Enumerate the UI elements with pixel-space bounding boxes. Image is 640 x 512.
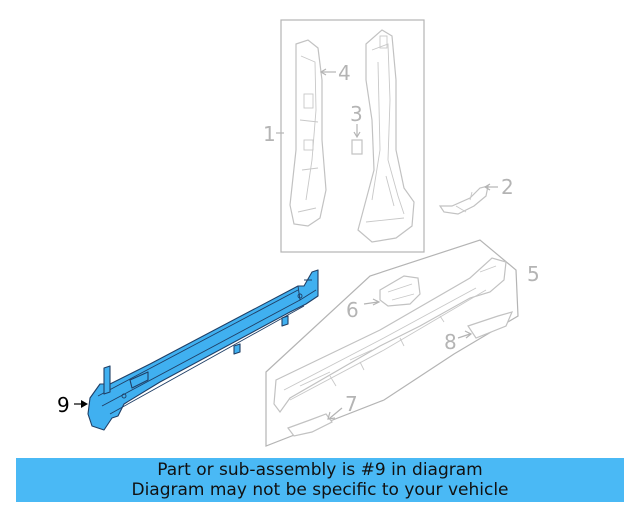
callout-5-label: 5 bbox=[527, 262, 540, 286]
part-6-bracket bbox=[379, 275, 421, 307]
part-8-bracket bbox=[467, 311, 514, 339]
callout-3-label: 3 bbox=[350, 102, 363, 126]
part-9-tab bbox=[103, 365, 111, 395]
pillar-left-part bbox=[289, 39, 327, 227]
info-banner: Part or sub-assembly is #9 in diagram Di… bbox=[16, 458, 624, 502]
assembly-1-frame bbox=[280, 19, 425, 253]
callout-4-label: 4 bbox=[338, 61, 351, 85]
callout-9-label: 9 bbox=[57, 393, 70, 417]
part-9-rocker-reinforcement bbox=[74, 269, 319, 431]
part-2-assembly bbox=[438, 183, 498, 215]
part-7-bracket bbox=[287, 413, 333, 437]
part-3-bracket bbox=[351, 139, 363, 155]
callout-8-label: 8 bbox=[444, 330, 457, 354]
callout-7-label: 7 bbox=[345, 392, 358, 416]
part-2-bracket bbox=[438, 185, 489, 215]
callout-6-label: 6 bbox=[346, 298, 359, 322]
banner-line-1: Part or sub-assembly is #9 in diagram bbox=[157, 460, 483, 480]
callout-1-label: 1 bbox=[263, 122, 276, 146]
banner-line-2: Diagram may not be specific to your vehi… bbox=[131, 480, 509, 500]
assembly-5-group bbox=[265, 239, 519, 447]
assembly-1-group bbox=[276, 19, 425, 253]
callout-2-label: 2 bbox=[501, 175, 514, 199]
parts-diagram: 1 2 3 4 5 6 7 8 9 bbox=[57, 19, 540, 447]
pillar-right-part bbox=[357, 29, 415, 243]
